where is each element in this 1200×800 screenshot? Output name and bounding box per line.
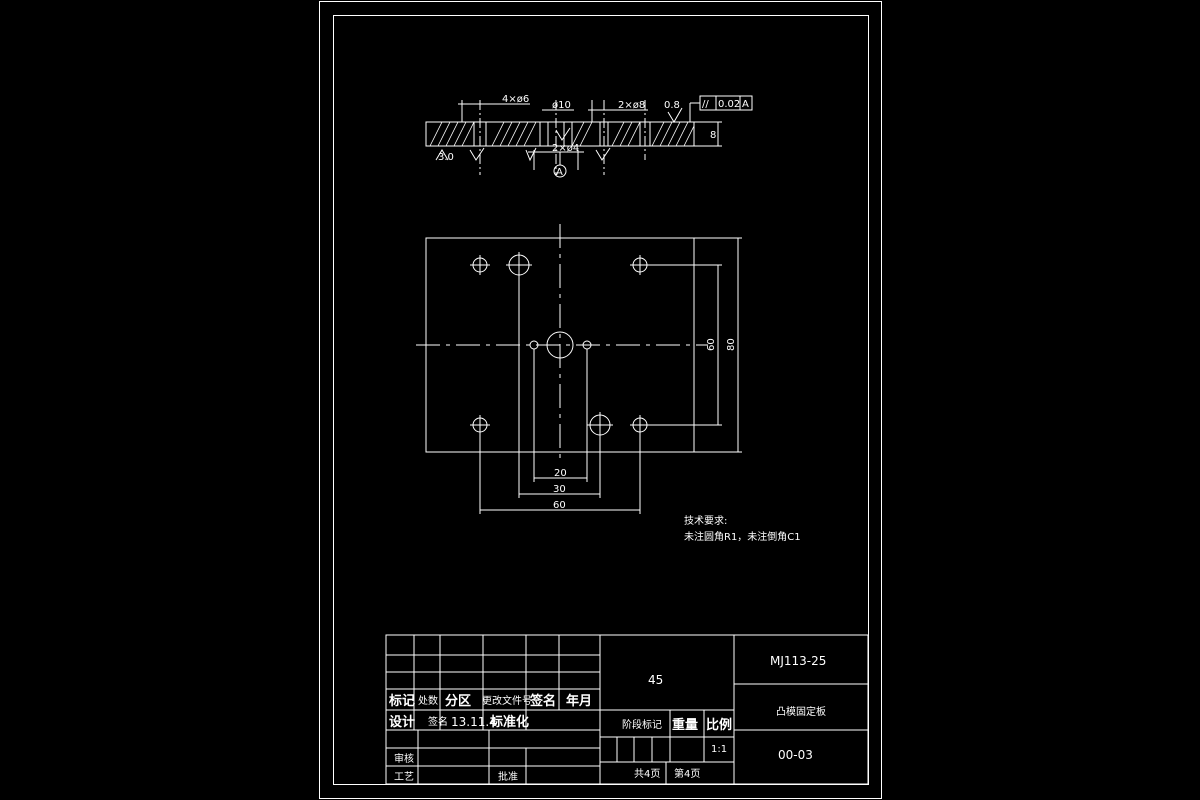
dim-30: 30 <box>553 484 566 495</box>
dim-holes-6: 4×ø6 <box>502 94 529 105</box>
roughness-side: 3.0 <box>438 152 454 163</box>
tb-drawing-code: MJ113-25 <box>770 654 826 668</box>
notes-title: 技术要求: <box>684 514 727 527</box>
tb-weight: 重量 <box>672 717 698 733</box>
outer-frame <box>319 1 882 799</box>
dim-60-bottom: 60 <box>553 500 566 511</box>
dim-thickness: 8 <box>710 130 716 141</box>
notes-line1: 未注圆角R1，未注倒角C1 <box>684 530 801 543</box>
tb-scale-label: 比例 <box>706 717 732 733</box>
tb-mark: 标记 <box>388 693 415 709</box>
section-view <box>425 95 753 178</box>
tb-date: 年月 <box>566 693 592 709</box>
plan-view <box>416 224 742 514</box>
tb-process: 工艺 <box>394 771 414 783</box>
tb-design-date: 13.11.4 <box>451 715 497 729</box>
dim-80: 80 <box>726 338 737 351</box>
tb-approve: 批准 <box>498 770 518 783</box>
dim-hole-10: ø10 <box>552 100 571 111</box>
dim-20: 20 <box>554 468 567 479</box>
dim-holes-8: 2×ø8 <box>618 100 645 111</box>
tb-total-sheets: 共4页 <box>634 768 660 780</box>
title-block <box>385 634 869 785</box>
tb-review: 审核 <box>394 752 414 765</box>
roughness-top: 0.8 <box>664 100 680 111</box>
tb-part-name: 凸模固定板 <box>776 705 826 718</box>
tb-count: 处数 <box>418 694 438 707</box>
tb-design-sign: 签名 <box>428 715 448 728</box>
datum-label: A <box>556 167 563 178</box>
tolerance-symbol: // <box>702 99 709 110</box>
tb-change: 更改文件号 <box>482 694 532 707</box>
tolerance-value: 0.02 <box>718 99 740 110</box>
tb-standardize: 标准化 <box>489 714 529 730</box>
tb-stage-mark: 阶段标记 <box>622 718 662 731</box>
dim-60-vertical: 60 <box>706 338 717 351</box>
tb-material: 45 <box>648 673 663 687</box>
tb-zone: 分区 <box>445 693 471 709</box>
tolerance-datum: A <box>742 99 749 110</box>
tb-design: 设计 <box>389 714 415 730</box>
dim-holes-4: 2×ø4 <box>552 143 579 154</box>
tb-scale: 1:1 <box>711 744 727 755</box>
tb-sheet-no: 第4页 <box>674 767 700 780</box>
tb-drawing-no: 00-03 <box>778 748 813 762</box>
tb-sign: 签名 <box>529 693 556 709</box>
